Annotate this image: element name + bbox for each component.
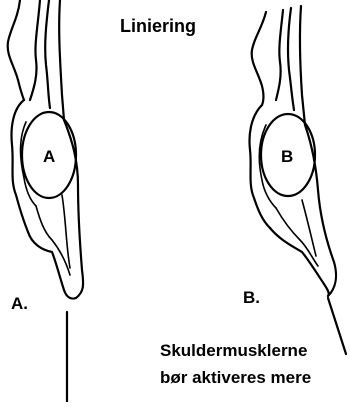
figure-a-forearm-right — [64, 120, 83, 298]
figure-b-upper-arm-inner-1 — [276, 10, 283, 100]
figure-b-arm: B — [250, 6, 347, 354]
figure-a-upper-arm-left — [8, 0, 24, 100]
figure-b-upper-arm-inner-2 — [288, 8, 294, 110]
figure-a-caption: A. — [11, 295, 28, 312]
figure-b-upper-arm-right — [300, 6, 305, 125]
annotation-line-2: bør aktiveres mere — [160, 369, 311, 386]
figure-b-circle-label: B — [281, 147, 293, 166]
figure-a-upper-arm-right — [59, 0, 64, 120]
figure-b-upper-arm-left — [252, 12, 266, 105]
figure-b-caption: B. — [243, 289, 260, 306]
figure-a-shoulder-outline — [12, 100, 29, 232]
figure-b-forearm-detail — [302, 200, 316, 256]
annotation-line-1: Skuldermusklerne — [160, 342, 307, 359]
figure-b-forearm-left — [270, 228, 329, 296]
figure-a-upper-arm-inner-2 — [45, 0, 50, 108]
figure-a-upper-arm-inner-1 — [30, 0, 40, 100]
figure-b-pointer-line — [328, 298, 346, 354]
figure-a-arm: A — [8, 0, 83, 402]
figure-a-circle-label: A — [43, 147, 55, 166]
figure-b-forearm-right — [305, 125, 336, 296]
diagram-title: Liniering — [120, 17, 196, 35]
